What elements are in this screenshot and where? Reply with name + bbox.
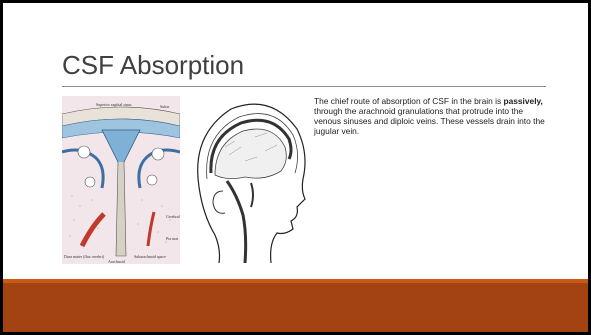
head-venous-drainage-illustration: [185, 95, 309, 263]
label-cerebral: Cerebral: [166, 214, 180, 219]
label-superior-sagittal-sinus: Superior sagittal sinus: [96, 102, 132, 107]
footer-accent-stripe: [3, 279, 588, 283]
label-pia-mater: Pia mat: [166, 236, 178, 241]
slide-title: CSF Absorption: [62, 50, 244, 81]
footer-accent-bar: [3, 279, 588, 332]
title-divider: [62, 86, 546, 87]
slide: CSF Absorption: [3, 3, 588, 332]
body-paragraph: The chief route of absorption of CSF in …: [314, 96, 550, 136]
arachnoid-granulation-drawing: [62, 96, 180, 264]
label-arachnoid: Arachnoid: [108, 259, 125, 264]
label-dura-mater: Dura mater (flax cerebri): [64, 254, 104, 259]
body-text-end: through the arachnoid granulations that …: [314, 106, 545, 136]
head-sketch-drawing: [185, 95, 309, 263]
body-text-bold: passively,: [503, 96, 542, 106]
label-subarachnoid-space: Subarachnoid space: [134, 254, 166, 259]
body-text-start: The chief route of absorption of CSF in …: [314, 96, 503, 106]
label-subarachnoid-top: Subar: [160, 104, 169, 109]
arachnoid-granulation-illustration: Superior sagittal sinus Subar Dura mater…: [62, 96, 180, 264]
